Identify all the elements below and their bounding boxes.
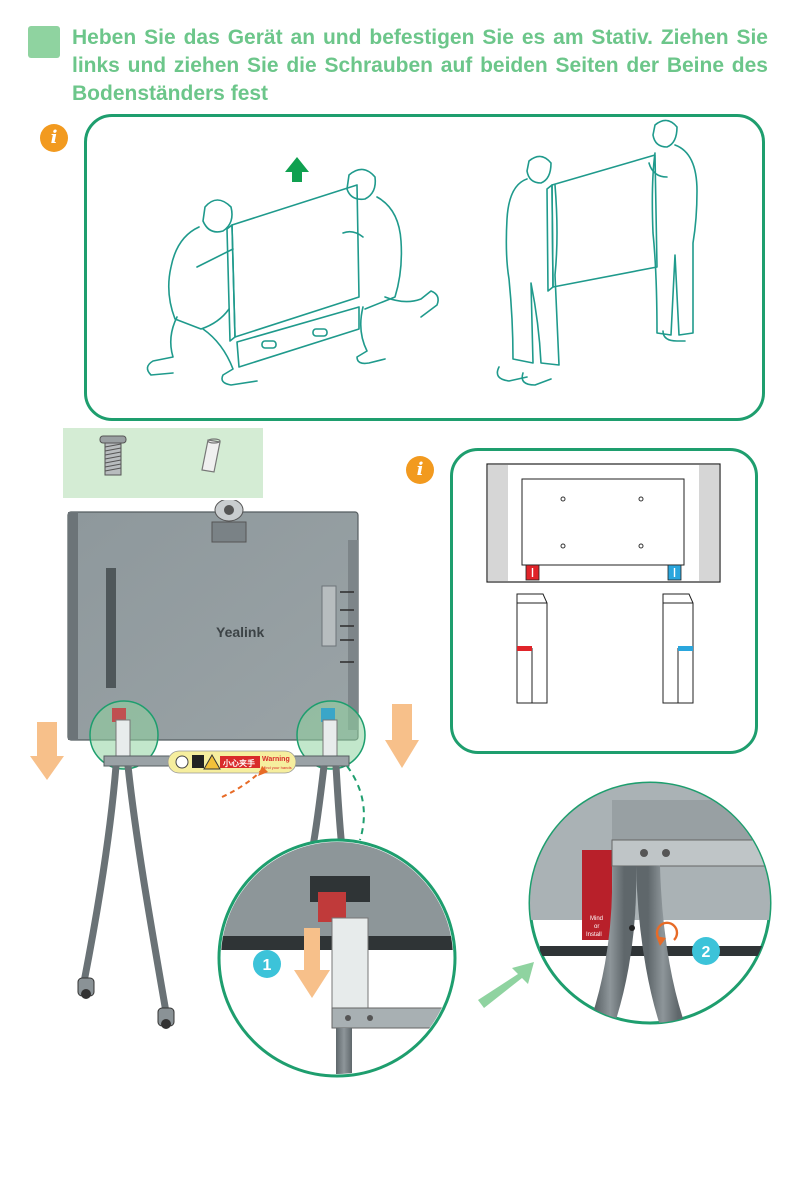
screw-icon — [100, 436, 126, 475]
parts-box — [63, 428, 263, 498]
spacer-icon — [202, 439, 220, 472]
lifting-illustration — [87, 117, 762, 418]
brand-label: Yealink — [216, 624, 264, 640]
svg-text:小心夹手: 小心夹手 — [222, 758, 255, 768]
svg-text:Mind: Mind — [590, 916, 603, 922]
svg-text:Mind your hands: Mind your hands — [262, 765, 292, 770]
info-icon: i — [40, 124, 68, 152]
svg-text:Install: Install — [586, 932, 602, 938]
svg-text:Warning: Warning — [262, 756, 290, 763]
warning-sticker: 小心夹手 Warning Mind your hands — [168, 751, 296, 773]
info-icon: i — [406, 456, 434, 484]
step-heading: Heben Sie das Gerät an und befestigen Si… — [72, 24, 768, 108]
mounting-illustration: Yealink 小心夹手 Warning Mind your hands — [0, 500, 794, 1140]
step-marker — [28, 26, 60, 58]
svg-text:1: 1 — [263, 957, 272, 974]
down-arrow-icon — [385, 704, 419, 768]
arrow-icon — [478, 962, 534, 1008]
screw-and-spacer-icons — [63, 428, 263, 498]
svg-text:or: or — [594, 924, 599, 930]
down-arrow-icon — [30, 722, 64, 780]
lifting-illustration-panel — [84, 114, 765, 421]
svg-text:2: 2 — [702, 944, 711, 961]
